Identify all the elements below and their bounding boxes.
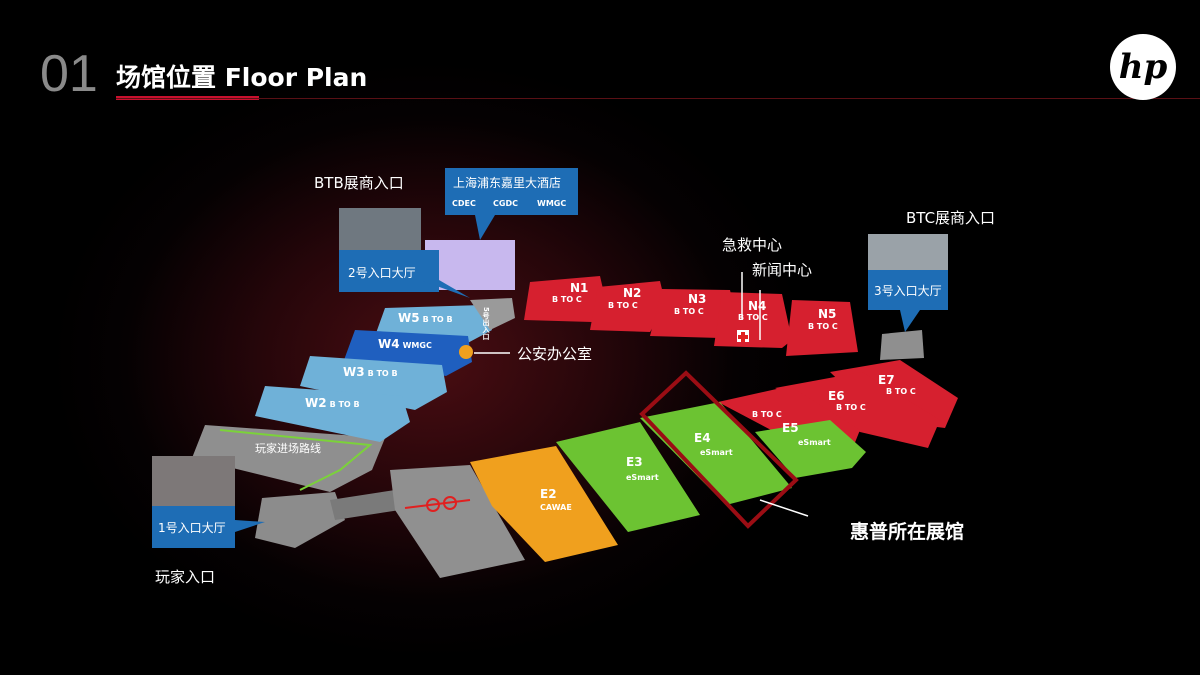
hall2-photo <box>339 208 421 250</box>
hall-n5[interactable] <box>786 300 858 356</box>
hall-e6-name: E6 <box>828 389 845 403</box>
hall-w3[interactable] <box>300 356 447 410</box>
hall2-callout-tail <box>420 280 470 298</box>
turnstile-icon <box>426 498 440 512</box>
hall-n5-name: N5 <box>818 307 836 321</box>
hall1-photo <box>152 456 235 506</box>
hall-e4-name: E4 <box>694 431 711 445</box>
hall-e4[interactable] <box>640 402 792 505</box>
hp-hall-highlight <box>639 370 799 529</box>
hall-n1-type: B TO C <box>552 295 582 304</box>
turnstile-icon <box>443 496 457 510</box>
hall-n3-type: B TO C <box>674 307 704 316</box>
hall1-callout-tail <box>235 520 265 532</box>
hall-n3-name: N3 <box>688 292 706 306</box>
red-cross <box>738 332 748 342</box>
cgdc-logo: CGDC <box>493 199 518 208</box>
hall-e3-type: eSmart <box>626 473 659 482</box>
section-number: 01 <box>40 45 98 103</box>
hall-e5[interactable] <box>755 420 866 478</box>
hall-n1-name: N1 <box>570 281 588 295</box>
hall1-callout <box>152 506 235 548</box>
hall-e2[interactable] <box>470 446 618 562</box>
hall-e7-name: E7 <box>878 373 895 387</box>
hall-e5-type: eSmart <box>798 438 831 447</box>
hotel-label: 上海浦东嘉里大酒店 <box>453 175 561 190</box>
hall-n4-type: B TO C <box>738 313 768 322</box>
hall-n4-name: N4 <box>748 299 766 313</box>
hall2-label: 2号入口大厅 <box>348 266 416 280</box>
hall3-label: 3号入口大厅 <box>874 284 942 298</box>
hall-e-btoc-type: B TO C <box>752 410 782 419</box>
hotel-callout-tail <box>475 215 495 240</box>
hall-e2-type: CAWAE <box>540 503 572 512</box>
hall-e4-type: eSmart <box>700 448 733 457</box>
south-entrance <box>390 465 525 578</box>
hp-hall-label: 惠普所在展馆 <box>850 520 964 543</box>
hall-n2-type: B TO C <box>608 301 638 310</box>
hall-n3[interactable] <box>650 289 736 338</box>
hall-e6-type: B TO C <box>836 403 866 412</box>
hp-logo: hp <box>1110 34 1176 100</box>
hp-hall-arrow <box>759 499 809 517</box>
hall-n2[interactable] <box>590 281 666 332</box>
hall-e3[interactable] <box>556 422 700 532</box>
hall2-callout <box>339 250 439 292</box>
hall3-callout-tail <box>900 310 920 332</box>
hall-e2-name: E2 <box>540 487 557 501</box>
police-label: 公安办公室 <box>517 345 592 363</box>
route-line <box>219 429 373 491</box>
hall-n2-name: N2 <box>623 286 641 300</box>
press-label: 新闻中心 <box>752 261 812 279</box>
hall-n5-type: B TO C <box>808 322 838 331</box>
hall1-lobby-building <box>255 492 345 548</box>
hall-e3-name: E3 <box>626 455 643 469</box>
btb-entrance-label: BTB展商入口 <box>314 174 404 192</box>
hall1-label: 1号入口大厅 <box>158 521 226 535</box>
wmgc-logo: WMGC <box>537 199 566 208</box>
hall3-callout <box>868 270 948 310</box>
e-hall-labels: E2 CAWAE E3 eSmart E4 eSmart E5 eSmart B… <box>540 373 916 512</box>
hall-e5-name: E5 <box>782 421 799 435</box>
hall-n4[interactable] <box>714 292 792 348</box>
player-entrance-label: 玩家入口 <box>155 568 215 586</box>
hotel-callout <box>445 168 578 215</box>
hall3-building <box>880 330 924 360</box>
gate-line <box>404 499 471 509</box>
gate5-label: 5号出入口 <box>482 307 491 341</box>
police-icon <box>459 345 473 359</box>
hall3-photo <box>868 234 948 270</box>
n-hall-labels: N1 B TO C N2 B TO C N3 B TO C N4 B TO C … <box>552 281 838 331</box>
cdec-logo: CDEC <box>452 199 476 208</box>
header-divider <box>116 98 1200 99</box>
gate5 <box>470 298 515 330</box>
player-route-label: 玩家进场路线 <box>255 441 321 455</box>
first-aid-label: 急救中心 <box>722 236 782 254</box>
hall-e6[interactable] <box>775 372 940 448</box>
connector <box>330 490 400 520</box>
hall-n1[interactable] <box>524 276 606 322</box>
hall-e7-type: B TO C <box>886 387 916 396</box>
hall-w2[interactable] <box>255 386 410 442</box>
btc-entrance-label: BTC展商入口 <box>906 209 995 227</box>
page-title: 场馆位置 Floor Plan <box>116 63 368 92</box>
